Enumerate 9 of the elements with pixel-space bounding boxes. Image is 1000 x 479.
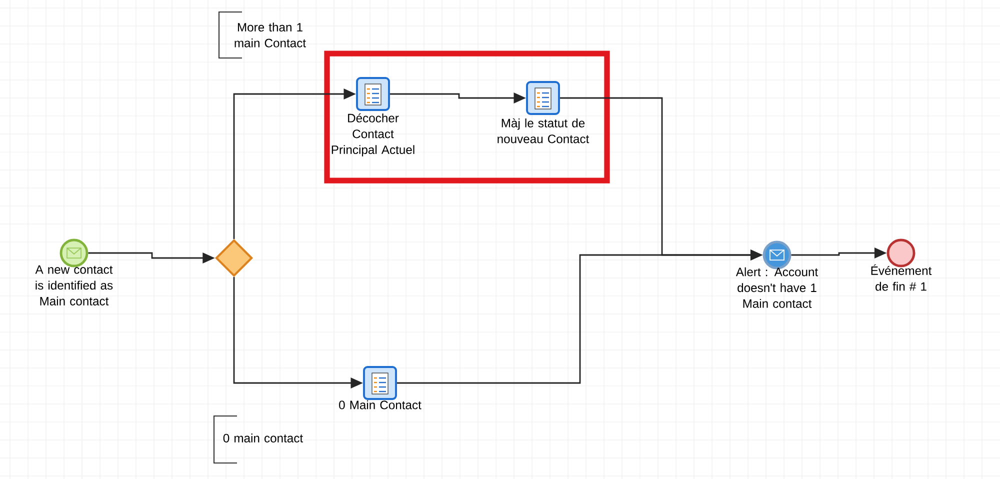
task-label: Alert : Account doesn't have 1 Main contact [736,267,818,308]
highlight-frame [324,50,610,184]
task-label: 0 Main Contact [339,400,422,410]
task-label: Événement de fin # 1 [871,264,932,291]
task-label: Décocher Contact Principal Actuel [332,113,414,156]
task-label: A new contact is identified as Main contact [35,265,113,306]
task-label: Màj le statut de nouveau Contact [498,118,590,144]
annotation-text: More than 1 main Contact [234,22,306,48]
annotation-text: 0 main contact [223,434,303,442]
